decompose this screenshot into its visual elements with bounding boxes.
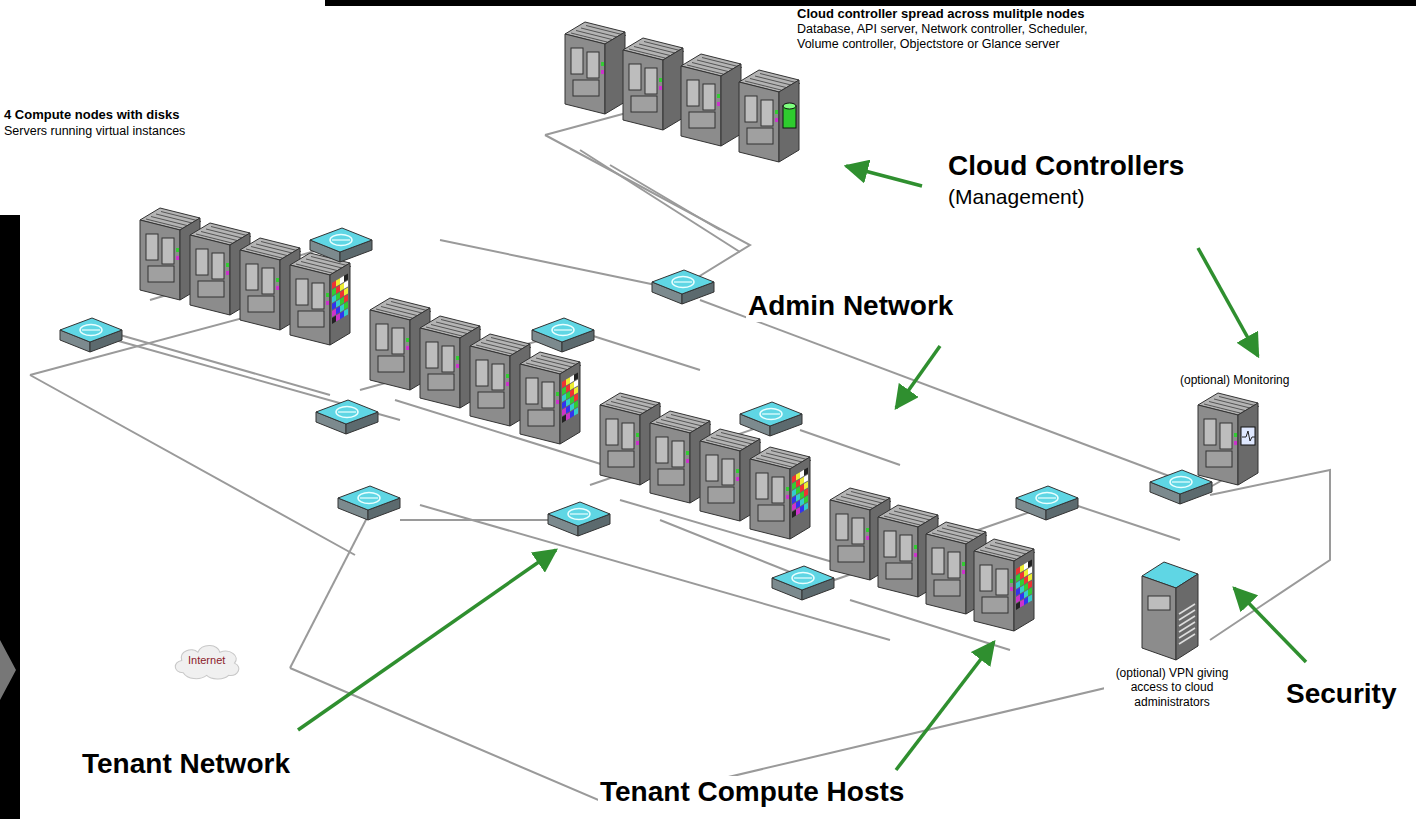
leader-arrow [1234,588,1306,662]
server-icon [1198,393,1259,485]
network-switch [1150,470,1212,504]
canvas-ground [0,0,325,215]
server-icon [750,447,811,539]
group-heading: Cloud controller spread across mulitple … [795,7,1087,22]
network-wire [610,165,720,230]
group-description: Servers running virtual instances [2,124,187,138]
callout-title: Tenant Compute Hosts [598,776,906,808]
server-icon [623,38,684,130]
callout-title: Cloud Controllers [946,150,1186,182]
leader-arrow [1198,248,1258,356]
leader-arrow [896,346,940,408]
network-switch [338,486,400,520]
group-description: Database, API server, Network controller… [795,22,1119,52]
network-wire [440,240,680,290]
network-switch [532,318,594,352]
device-label: (optional) VPN giving access to cloud ad… [1104,666,1240,709]
network-switch [1016,486,1078,520]
server-icon [520,352,581,444]
network-wire [1075,505,1180,540]
callout-title: Security [1284,678,1399,710]
network-switch [652,270,714,304]
network-switch [60,318,122,352]
network-wire [580,150,740,252]
callout-title: Admin Network [746,290,955,322]
group-heading: 4 Compute nodes with disks [2,108,182,123]
server-icon [681,54,742,146]
device-label: (optional) Monitoring [1178,374,1291,388]
network-wire [800,430,900,465]
corner-mark [0,640,16,700]
network-wire [290,512,370,668]
vpn-appliance [1142,562,1198,660]
network-wire [420,505,890,640]
network-switch [548,502,610,536]
network-wire [545,135,750,282]
cloud-label: Internet [170,654,243,666]
network-wire [30,375,355,555]
network-wire [590,335,700,370]
network-switch [316,400,378,434]
network-switch [740,402,802,436]
network-wire [120,335,330,395]
leader-arrow [846,166,922,186]
callout-title: Tenant Network [80,748,292,780]
network-switch [772,566,834,600]
server-icon [739,70,800,162]
leader-arrow [896,642,994,770]
cloud-shape: Internet [170,640,243,681]
server-icon [565,22,626,114]
network-wire [1210,470,1330,640]
network-switch [310,228,372,262]
server-icon [974,539,1035,631]
network-wire [545,112,630,135]
callout-subtitle: (Management) [946,185,1087,209]
server-icon [290,253,351,345]
network-wire [700,300,1185,482]
leader-arrow [298,550,556,730]
